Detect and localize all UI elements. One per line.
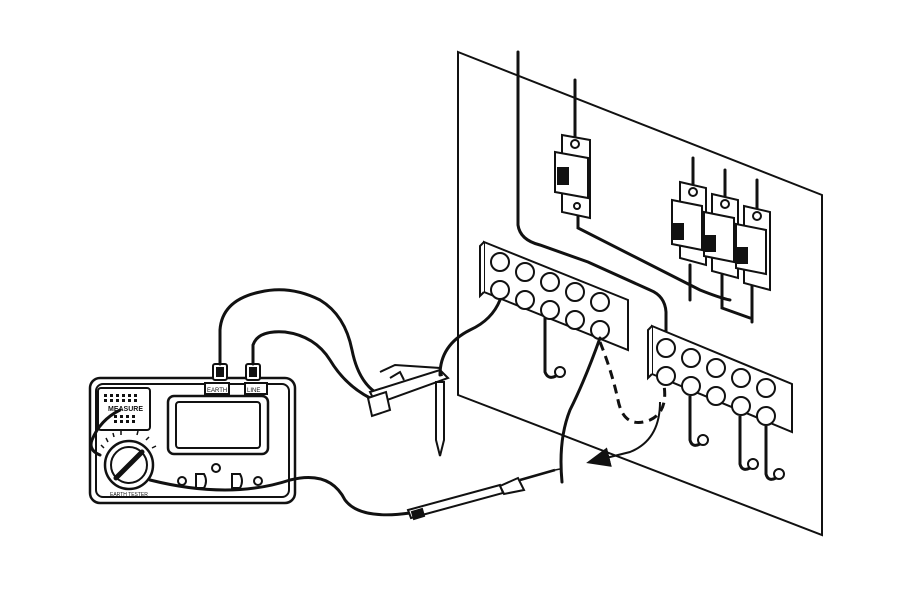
rotary-selector-dial[interactable]	[100, 430, 157, 491]
triple-output-wire-2	[720, 273, 752, 320]
ground-spike	[435, 381, 445, 457]
terminal-block-1-ground-wires	[543, 318, 566, 379]
meter-button-2[interactable]	[195, 473, 207, 489]
earth-lead	[218, 288, 377, 394]
single-breaker	[554, 133, 591, 220]
meter-button-1[interactable]	[177, 476, 187, 486]
crocodile-clip	[366, 363, 450, 457]
meter-buttons[interactable]	[177, 463, 263, 489]
terminal-sockets	[212, 363, 261, 381]
line-terminal-tag: LINE	[247, 388, 260, 394]
panel-board	[457, 50, 823, 537]
breaker-output-wire	[576, 208, 732, 302]
terminal-block-1-screws	[490, 252, 610, 340]
terminal-to-probe-wire	[559, 336, 602, 484]
test-leads	[89, 288, 412, 517]
direction-arrow	[586, 401, 661, 467]
terminal-tags: EARTH LINE	[204, 382, 268, 395]
main-supply-wire	[516, 50, 668, 347]
breaker-pole-3	[735, 204, 771, 292]
breaker-pole-1	[671, 180, 707, 267]
meter-button-4[interactable]	[231, 473, 243, 489]
earth-tester-meter: MEASURE EARTH LINE EARTH TESTER	[88, 363, 297, 505]
terminal-to-clip-wire	[438, 298, 502, 377]
terminal-block-2	[647, 324, 793, 481]
meter-button-5[interactable]	[253, 476, 263, 486]
triple-breaker	[671, 180, 771, 292]
earth-terminal-tag: EARTH	[207, 388, 227, 394]
brand-label: EARTH TESTER	[110, 492, 148, 498]
meter-button-3[interactable]	[211, 463, 221, 473]
terminal-wires	[438, 298, 602, 484]
distribution-panel	[457, 50, 823, 537]
terminal-block-1	[479, 240, 629, 379]
breaker-pole-2	[703, 192, 739, 280]
probe-lead	[89, 408, 412, 517]
line-lead-to-clip	[251, 330, 372, 400]
test-probe	[406, 468, 561, 521]
measure-label: MEASURE	[108, 406, 143, 413]
measure-panel-grid	[104, 394, 137, 423]
measure-panel	[97, 387, 151, 431]
terminal-block-2-screws	[656, 338, 776, 426]
dashed-ground-path	[598, 341, 667, 424]
terminal-block-2-ground-wires	[688, 396, 785, 481]
